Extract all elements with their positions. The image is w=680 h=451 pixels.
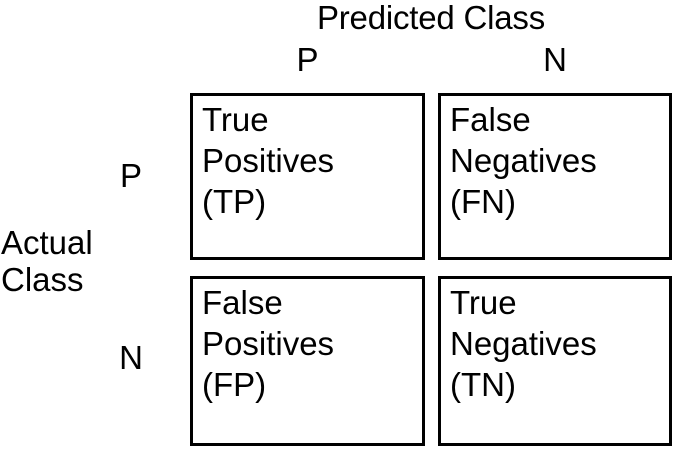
cell-true-positives: True Positives (TP) — [190, 93, 425, 260]
cell-true-negatives-line1: True — [450, 284, 517, 321]
cell-true-positives-line3: (TP) — [202, 183, 267, 220]
actual-class-title-line1: Actual — [1, 224, 93, 261]
cell-false-negatives-line1: False — [450, 101, 531, 138]
cell-false-positives-line3: (FP) — [202, 366, 267, 403]
column-header-positive: P — [296, 41, 319, 78]
cell-true-positives-text: True Positives (TP) — [202, 99, 334, 222]
cell-false-positives: False Positives (FP) — [190, 276, 425, 446]
cell-true-positives-line2: Positives — [202, 142, 335, 179]
cell-false-positives-text: False Positives (FP) — [202, 282, 334, 405]
row-header-negative: N — [119, 339, 143, 376]
cell-false-positives-line2: Positives — [202, 325, 335, 362]
predicted-class-title: Predicted Class — [316, 0, 546, 36]
row-header-positive: P — [119, 157, 142, 194]
cell-true-negatives-line3: (TN) — [450, 366, 516, 403]
actual-class-title: Actual Class — [1, 224, 93, 298]
cell-true-negatives-text: True Negatives (TN) — [450, 282, 597, 405]
cell-true-positives-line1: True — [202, 101, 269, 138]
cell-false-positives-line1: False — [202, 284, 283, 321]
cell-false-negatives-text: False Negatives (FN) — [450, 99, 597, 222]
column-header-negative: N — [543, 41, 567, 78]
cell-false-negatives: False Negatives (FN) — [438, 93, 672, 260]
cell-true-negatives-line2: Negatives — [450, 325, 597, 362]
cell-true-negatives: True Negatives (TN) — [438, 276, 672, 446]
actual-class-title-line2: Class — [1, 261, 84, 298]
cell-false-negatives-line3: (FN) — [450, 183, 516, 220]
cell-false-negatives-line2: Negatives — [450, 142, 597, 179]
